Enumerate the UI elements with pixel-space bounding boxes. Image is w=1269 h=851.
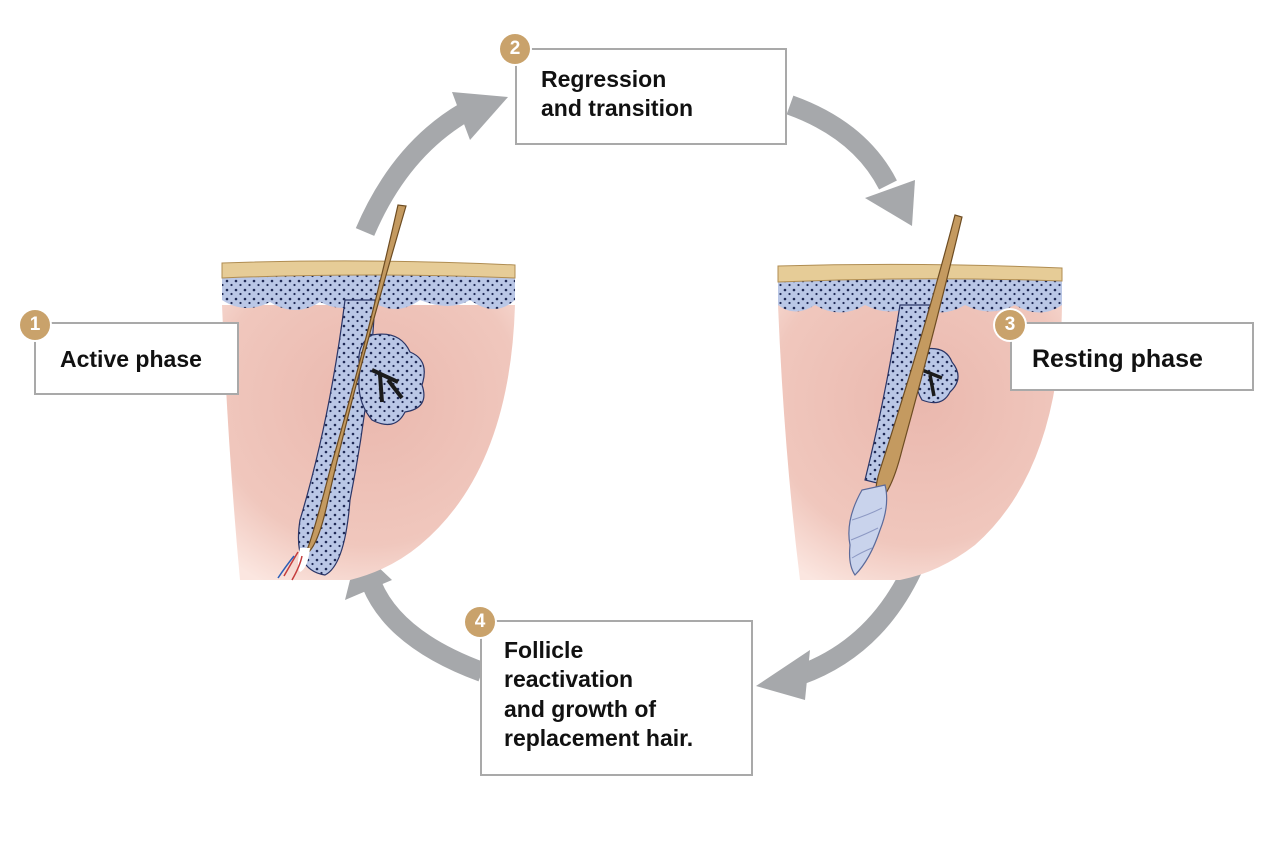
resting-phase-follicle-illustration [777,214,1063,580]
step-2-badge: 2 [500,34,530,64]
cycle-arrow-2-to-3 [786,95,915,226]
step-2-label: Regression and transition [541,66,694,122]
step-4-badge: 4 [465,607,495,637]
step-4-label: Follicle reactivation and growth of repl… [504,637,694,752]
step-3-box: Resting phase [1010,322,1254,391]
active-phase-follicle-illustration [221,204,516,581]
cycle-arrow-1-to-2 [355,92,508,236]
step-2-box: Regression and transition [515,48,787,145]
step-1-box: Active phase [34,322,239,395]
cycle-arrow-3-to-4 [756,565,922,700]
step-1-label: Active phase [60,346,202,372]
step-1-badge: 1 [20,310,50,340]
step-3-label: Resting phase [1032,345,1203,373]
step-3-badge: 3 [995,310,1025,340]
step-4-box: Follicle reactivation and growth of repl… [480,620,753,776]
